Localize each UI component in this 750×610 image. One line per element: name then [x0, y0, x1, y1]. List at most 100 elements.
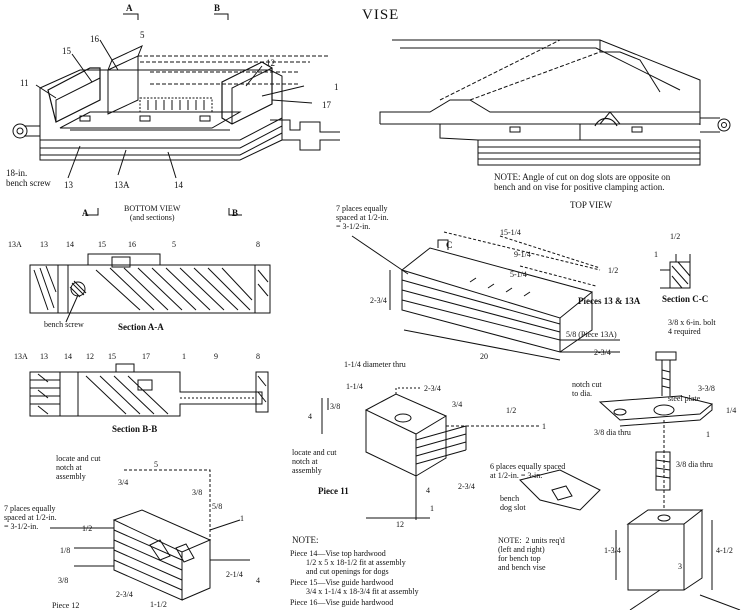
section-a-a-caption: Section A-A [118, 322, 164, 332]
piece-12-dim-3-8-lower: 3/8 [58, 576, 69, 585]
section-c-c [660, 254, 691, 289]
pieces-13-dim-20: 20 [480, 352, 488, 361]
sa-bench-screw: bench screw [44, 320, 84, 329]
piece-12-caption: Piece 12 [52, 601, 80, 610]
piece-11-dim-4-bottom: 4 [426, 486, 430, 495]
piece-11-dim-12: 12 [396, 520, 404, 529]
sa-callout-13: 13 [40, 240, 48, 249]
nut-dia-thru: 3/8 dia thru [676, 460, 713, 469]
piece-11-view [321, 387, 540, 520]
bench-screw-label: 18-in. bench screw [6, 168, 51, 188]
section-c-c-dim-left: 1/2 [608, 266, 619, 275]
callout-15: 15 [62, 46, 71, 56]
piece-11-dim-4-left: 4 [308, 412, 312, 421]
pieces-13-dim-2-3-4-left: 2-3/4 [370, 296, 387, 305]
callout-11: 11 [20, 78, 29, 88]
sa-callout-13a: 13A [8, 240, 22, 249]
pieces-13-marker-c: C [446, 240, 453, 250]
pieces-13-13a-view [351, 231, 620, 361]
piece-12-notch-note: locate and cut notch at assembly [56, 454, 101, 481]
piece-12-dim-3-4: 3/4 [118, 478, 129, 487]
piece-11-dim-3-8: 3/8 [330, 402, 341, 411]
note-line-3: and cut openings for dogs [306, 567, 389, 576]
sb-callout-1: 1 [182, 352, 186, 361]
section-marker-a-top: A [126, 3, 133, 13]
bench-dog-slot-label: bench dog slot [500, 494, 526, 512]
sa-callout-14: 14 [66, 240, 74, 249]
sb-callout-15: 15 [108, 352, 116, 361]
pieces-13-dim-15-1-4: 15-1/4 [500, 228, 521, 237]
callout-14: 14 [174, 180, 183, 190]
vise-isometric-view [12, 13, 340, 216]
piece-12-dim-4: 4 [256, 576, 260, 585]
sb-callout-14: 14 [64, 352, 72, 361]
sb-callout-13a: 13A [14, 352, 28, 361]
note-line-2: 1/2 x 5 x 18-1/2 fit at assembly [306, 558, 406, 567]
piece-11-dim-2-3-4-top: 2-3/4 [424, 384, 441, 393]
sb-callout-17: 17 [142, 352, 150, 361]
note-line-4: Piece 15—Vise guide hardwood [290, 578, 394, 587]
bottom-view-label: BOTTOM VIEW (and sections) [124, 204, 181, 222]
pieces-13-dim-9-1-4: 9-1/4 [514, 250, 531, 259]
top-view-note: NOTE: Angle of cut on dog slots are oppo… [494, 172, 671, 192]
pieces-13-dim-5-1-4: 5-1/4 [510, 270, 527, 279]
plate-dim-1: 1 [706, 430, 710, 439]
section-c-c-dim-1: 1 [654, 250, 658, 259]
section-b-b-caption: Section B-B [112, 424, 158, 434]
block-dim-3: 3 [678, 562, 682, 571]
callout-1: 1 [334, 82, 339, 92]
pieces-13-dim-2-3-4-right: 2-3/4 [594, 348, 611, 357]
sb-callout-8: 8 [256, 352, 260, 361]
piece-12-dim-1-1-2: 1-1/2 [150, 600, 167, 609]
piece-12-dim-3-8: 3/8 [192, 488, 203, 497]
callout-13: 13 [64, 180, 73, 190]
callout-17: 17 [322, 100, 331, 110]
piece-11-caption: Piece 11 [318, 486, 349, 496]
piece-11-dim-1-2: 1/2 [506, 406, 517, 415]
callout-5: 5 [140, 30, 145, 40]
piece-12-dim-2-3-4: 2-3/4 [116, 590, 133, 599]
piece-12-view [50, 469, 250, 601]
piece-11-places-note: 6 places equally spaced at 1/2-in. = 3-i… [490, 462, 566, 480]
piece-12-dim-1: 1 [240, 514, 244, 523]
bolt-note: 3/8 x 6-in. bolt 4 required [668, 318, 716, 336]
piece-11-notch-note: locate and cut notch at assembly [292, 448, 337, 475]
note-line-6: Piece 16—Vise guide hardwood [290, 598, 394, 607]
pieces-13-caption: Pieces 13 & 13A [578, 296, 641, 306]
steel-plate-label: steel plate [668, 394, 701, 403]
plate-dia-thru: 3/8 dia thru [594, 428, 631, 437]
block-dim-1-3-4: 1-3/4 [604, 546, 621, 555]
section-c-c-caption: Section C-C [662, 294, 709, 304]
pieces-13-dim-5-8: 5/8 (Piece 13A) [566, 330, 617, 339]
sa-callout-8: 8 [256, 240, 260, 249]
callout-13a: 13A [114, 180, 130, 190]
section-marker-b-bottom: B [232, 208, 239, 218]
piece-12-dim-5-8: 5/8 [212, 502, 223, 511]
piece-12-dim-1-2: 1/2 [82, 524, 93, 533]
piece-12-dim-5: 5 [154, 460, 158, 469]
piece-12-dim-2-1-4: 2-1/4 [226, 570, 243, 579]
section-a-a [29, 253, 271, 323]
piece-11-dim-1-1-4: 1-1/4 [346, 382, 363, 391]
sb-callout-13: 13 [40, 352, 48, 361]
notch-cut-note: notch cut to dia. [572, 380, 602, 398]
notes-heading: NOTE: [292, 535, 319, 545]
sa-callout-15: 15 [98, 240, 106, 249]
piece-12-dim-1-8: 1/8 [60, 546, 71, 555]
hardware-view [519, 351, 741, 610]
callout-16: 16 [90, 34, 99, 44]
plate-dim-3-3-8: 3-3/8 [698, 384, 715, 393]
note-line-1: Piece 14—Vise top hardwood [290, 549, 386, 558]
plate-dim-1-4: 1/4 [726, 406, 737, 415]
sa-callout-5: 5 [172, 240, 176, 249]
sa-callout-16: 16 [128, 240, 136, 249]
piece-11-dim-1: 1 [542, 422, 546, 431]
section-marker-b-top: B [214, 3, 221, 13]
pieces-13-places-note: 7 places equally spaced at 1/2-in. = 3-1… [336, 204, 389, 231]
sb-callout-12: 12 [86, 352, 94, 361]
vise-top-view [379, 39, 731, 166]
piece-11-dim-1-bottom: 1 [430, 504, 434, 513]
piece-11-dim-3-4: 3/4 [452, 400, 463, 409]
